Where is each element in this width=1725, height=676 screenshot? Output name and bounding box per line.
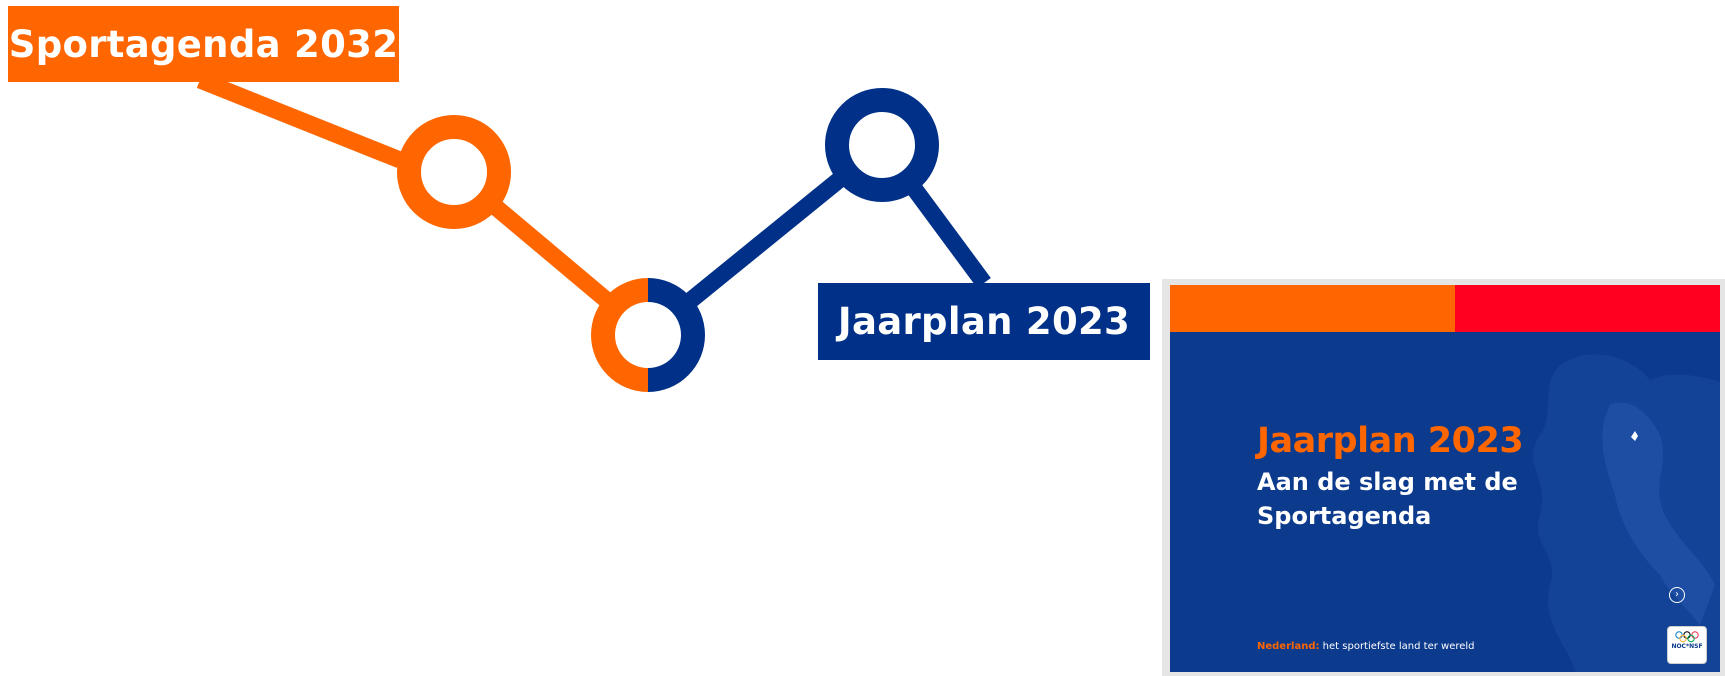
node-blue bbox=[825, 88, 939, 202]
slide-footer-accent: Nederland: bbox=[1257, 641, 1320, 652]
label-jaarplan: Jaarplan 2023 bbox=[818, 283, 1150, 360]
slide-subtitle: Aan de slag met de Sportagenda bbox=[1257, 468, 1518, 530]
node-split bbox=[591, 278, 705, 392]
slide-header-orange-bar bbox=[1170, 285, 1455, 332]
label-sportagenda: Sportagenda 2032 bbox=[8, 6, 399, 82]
olympic-rings-icon bbox=[1675, 631, 1699, 643]
slide-footer: Nederland: het sportiefste land ter were… bbox=[1257, 641, 1475, 652]
connector-start bbox=[196, 72, 404, 168]
slide-header-red-bar bbox=[1455, 285, 1720, 332]
slide-title: Jaarplan 2023 bbox=[1257, 421, 1524, 461]
slide-preview: Jaarplan 2023 Aan de slag met de Sportag… bbox=[1162, 279, 1725, 676]
slide-canvas: Jaarplan 2023 Aan de slag met de Sportag… bbox=[1170, 285, 1720, 672]
logo-text: NOC*NSF bbox=[1671, 643, 1703, 650]
noc-nsf-logo: NOC*NSF bbox=[1667, 626, 1707, 664]
slide-footer-text: het sportiefste land ter wereld bbox=[1322, 641, 1475, 652]
chevron-right-icon[interactable]: › bbox=[1669, 587, 1685, 603]
node-orange bbox=[397, 115, 511, 229]
